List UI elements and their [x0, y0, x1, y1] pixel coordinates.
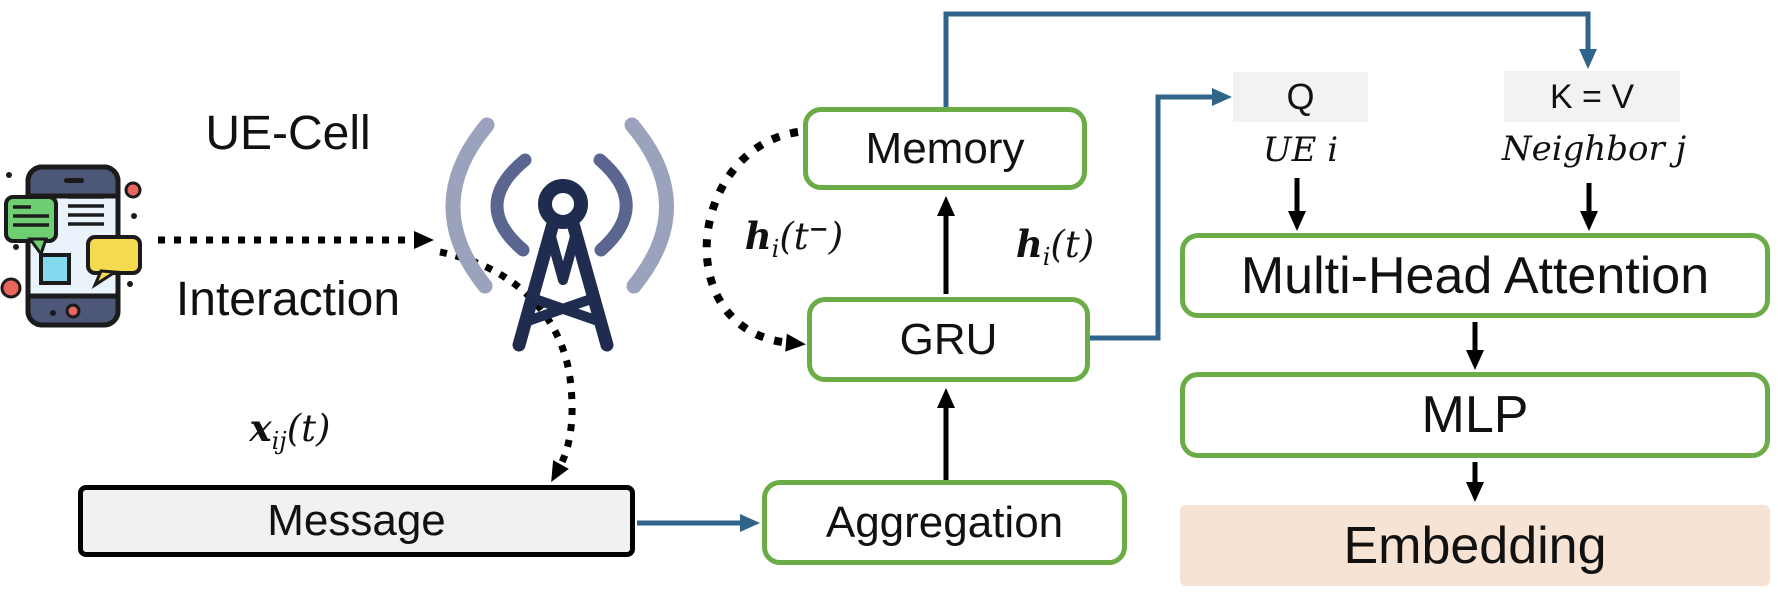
- hidden-state-label: hi(t): [990, 223, 1120, 270]
- math-var: h: [744, 214, 772, 258]
- hidden-state-prev-label: hi(t−): [714, 215, 874, 262]
- math-arg: t: [301, 407, 317, 450]
- neighbor-j-annotation: Neighbor j: [1501, 129, 1687, 169]
- embedding-box-label: Embedding: [1343, 516, 1607, 575]
- message-box: Message: [78, 485, 635, 557]
- memory-to-gru-dotted-arrow: [702, 128, 806, 352]
- gru-box: GRU: [807, 297, 1090, 382]
- mlp-box-label: MLP: [1421, 386, 1529, 444]
- message-feature-label: xij(t): [210, 407, 370, 454]
- math-open-paren: (: [779, 215, 794, 258]
- math-arg: t: [793, 215, 809, 258]
- math-var: h: [1015, 222, 1043, 266]
- query-box-label: Q: [1286, 76, 1315, 117]
- multi-head-attention-box-label: Multi-Head Attention: [1240, 246, 1710, 305]
- math-open-paren: (: [286, 407, 302, 450]
- gru-to-q-connector: [1088, 88, 1232, 341]
- math-arg: t: [1064, 223, 1080, 266]
- gru-box-label: GRU: [899, 314, 998, 364]
- smartphone-chat-icon: [0, 164, 142, 328]
- math-subscript: i: [771, 235, 780, 263]
- aggregation-box: Aggregation: [762, 480, 1127, 565]
- math-close-paren: ): [828, 215, 844, 258]
- math-subscript: ij: [271, 427, 287, 455]
- cell-tower-icon: [445, 117, 674, 352]
- memory-box-label: Memory: [865, 123, 1025, 173]
- math-open-paren: (: [1050, 223, 1065, 266]
- embedding-box: Embedding: [1180, 505, 1770, 586]
- ue-i-annotation: UE i: [1262, 130, 1339, 170]
- chat-bubble-right-icon: [86, 235, 142, 289]
- math-close-paren: ): [1079, 223, 1095, 266]
- math-var: x: [249, 406, 272, 450]
- key-value-box-label: K = V: [1549, 77, 1635, 116]
- multi-head-attention-box: Multi-Head Attention: [1180, 233, 1770, 318]
- aggregation-box-label: Aggregation: [825, 497, 1064, 547]
- query-box: Q: [1233, 72, 1368, 122]
- memory-box: Memory: [803, 107, 1087, 190]
- cell-to-message-dotted-arrow: [439, 248, 576, 482]
- interaction-label: Interaction: [175, 273, 401, 326]
- ue-cell-label: UE-Cell: [205, 107, 371, 160]
- mlp-box: MLP: [1180, 372, 1770, 458]
- math-close-paren: ): [316, 407, 331, 450]
- key-value-box: K = V: [1504, 71, 1680, 122]
- math-subscript: i: [1042, 243, 1051, 271]
- chat-bubble-left-icon: [4, 195, 58, 258]
- memory-to-kv-connector: [943, 11, 1597, 110]
- message-box-label: Message: [267, 496, 446, 545]
- math-superscript: −: [808, 214, 829, 243]
